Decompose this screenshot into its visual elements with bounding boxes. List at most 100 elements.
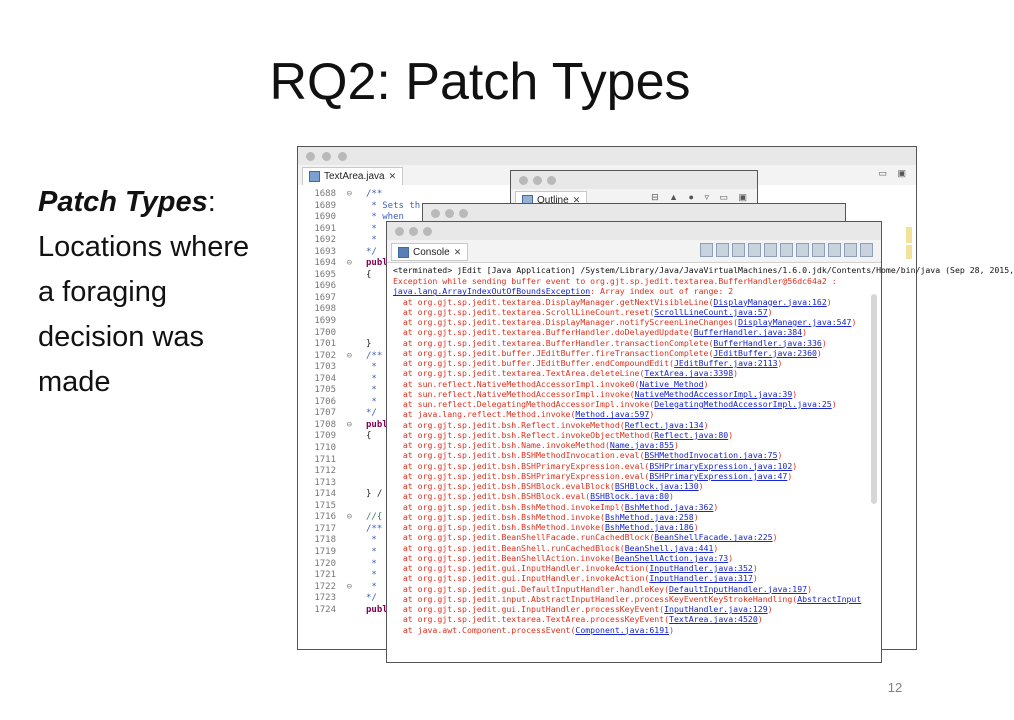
minimize-icon[interactable] bbox=[844, 243, 857, 257]
line-number: 1712 bbox=[314, 466, 336, 477]
code-line: publ bbox=[366, 604, 388, 615]
close-tab-icon[interactable]: ✕ bbox=[453, 246, 462, 257]
stack-trace-link[interactable]: Method.java:597 bbox=[575, 409, 650, 420]
pin-console-icon[interactable] bbox=[796, 243, 809, 257]
stack-trace-link[interactable]: DelegatingMethodAccessorImpl.java:25 bbox=[654, 399, 832, 409]
stack-trace-link[interactable]: java.lang.ArrayIndexOutOfBoundsException bbox=[393, 286, 591, 297]
close-window-icon[interactable] bbox=[431, 209, 440, 218]
minimize-maximize-icons[interactable]: ▭ ▣ bbox=[878, 168, 910, 178]
stack-trace-link[interactable]: BSHMethodInvocation.java:75 bbox=[644, 450, 778, 461]
stack-trace-link[interactable]: BSHPrimaryExpression.java:47 bbox=[649, 470, 788, 481]
console-line: at org.gjt.sp.jedit.textarea.ScrollLineC… bbox=[393, 307, 867, 317]
code-line: */ bbox=[366, 246, 377, 257]
stack-trace-link[interactable]: JEditBuffer.java:2360 bbox=[713, 347, 817, 358]
zoom-window-icon[interactable] bbox=[338, 152, 347, 161]
stack-trace-link[interactable]: BufferHandler.java:336 bbox=[713, 337, 822, 348]
stack-trace-link[interactable]: BeanShellAction.java:73 bbox=[614, 552, 729, 563]
minimize-window-icon[interactable] bbox=[409, 227, 418, 236]
code-line: * bbox=[366, 535, 377, 546]
outline-toolbar-icons[interactable]: ⊟ ▲ ● ▿ ▭ ▣ bbox=[651, 192, 751, 202]
display-console-icon[interactable] bbox=[812, 243, 825, 257]
line-number: 1703 bbox=[314, 362, 336, 373]
stack-trace-link[interactable]: BshMethod.java:362 bbox=[624, 501, 714, 512]
console-line-text: ) bbox=[767, 604, 773, 614]
stack-trace-link[interactable]: BshMethod.java:186 bbox=[604, 522, 694, 532]
stack-trace-link[interactable]: BshMethod.java:258 bbox=[604, 511, 694, 522]
stack-trace-link[interactable]: JEditBuffer.java:2113 bbox=[673, 358, 778, 368]
console-toolbar-buttons bbox=[700, 243, 873, 257]
console-output[interactable]: Exception while sending buffer event to … bbox=[393, 276, 867, 662]
close-window-icon[interactable] bbox=[519, 176, 528, 185]
console-line-text: at java.awt.Component.processEvent( bbox=[393, 624, 576, 635]
stack-trace-link[interactable]: Native Method bbox=[639, 378, 704, 389]
close-window-icon[interactable] bbox=[395, 227, 404, 236]
console-line: at java.awt.Component.processEvent(Compo… bbox=[393, 625, 867, 635]
stack-trace-link[interactable]: BufferHandler.java:384 bbox=[693, 327, 803, 338]
console-line: at org.gjt.sp.jedit.bsh.BSHBlock.evalBlo… bbox=[393, 481, 867, 491]
stack-trace-link[interactable]: Reflect.java:80 bbox=[654, 429, 729, 440]
terminate-icon[interactable] bbox=[700, 243, 713, 257]
stack-trace-link[interactable]: TextArea.java:3398 bbox=[644, 368, 734, 379]
code-line: /** bbox=[366, 189, 383, 199]
stack-trace-link[interactable]: AbstractInput bbox=[797, 593, 862, 604]
zoom-window-icon[interactable] bbox=[423, 227, 432, 236]
vertical-scrollbar[interactable] bbox=[871, 294, 877, 504]
console-line-text: at org.gjt.sp.jedit.gui.InputHandler.pro… bbox=[393, 604, 665, 614]
outline-titlebar bbox=[511, 171, 757, 189]
zoom-window-icon[interactable] bbox=[459, 209, 468, 218]
stack-trace-link[interactable]: Name.java:855 bbox=[609, 440, 674, 450]
stack-trace-link[interactable]: DefaultInputHandler.java:197 bbox=[669, 583, 808, 594]
close-tab-icon[interactable]: ✕ bbox=[572, 195, 581, 205]
open-console-icon[interactable] bbox=[828, 243, 841, 257]
stack-trace-link[interactable]: InputHandler.java:317 bbox=[649, 573, 753, 584]
console-line: at sun.reflect.DelegatingMethodAccessorI… bbox=[393, 399, 867, 409]
console-line-text: ) bbox=[733, 368, 739, 379]
tab-textarea-java[interactable]: TextArea.java ✕ bbox=[302, 167, 404, 185]
remove-all-icon[interactable] bbox=[732, 243, 745, 257]
tab-console[interactable]: Console ✕ bbox=[391, 243, 469, 261]
line-number: 1693 bbox=[314, 246, 336, 257]
console-line-text: at org.gjt.sp.jedit.bsh.BshMethod.invoke… bbox=[393, 501, 625, 512]
console-line-text: at org.gjt.sp.jedit.textarea.BufferHandl… bbox=[393, 327, 694, 338]
stack-trace-link[interactable]: TextArea.java:4520 bbox=[669, 614, 758, 625]
stack-trace-link[interactable]: BSHBlock.java:80 bbox=[590, 491, 670, 502]
stack-trace-link[interactable]: ScrollLineCount.java:57 bbox=[654, 306, 768, 317]
close-window-icon[interactable] bbox=[306, 152, 315, 161]
close-tab-icon[interactable]: ✕ bbox=[388, 171, 397, 181]
line-number: 1688 bbox=[298, 189, 358, 201]
scroll-lock-icon[interactable] bbox=[764, 243, 777, 257]
stack-trace-link[interactable]: BSHPrimaryExpression.java:102 bbox=[649, 460, 793, 471]
console-line-text: at org.gjt.sp.jedit.BeanShell.runCachedB… bbox=[393, 542, 625, 553]
console-status-line: <terminated> jEdit [Java Application] /S… bbox=[393, 265, 1014, 275]
console-line-text: ) bbox=[831, 399, 837, 409]
stack-trace-link[interactable]: BSHBlock.java:130 bbox=[614, 481, 699, 491]
console-line-text: at sun.reflect.NativeMethodAccessorImpl.… bbox=[393, 388, 635, 399]
line-number: 1711 bbox=[314, 454, 336, 465]
minimize-window-icon[interactable] bbox=[322, 152, 331, 161]
console-window: Console ✕ <terminated> jEdit [Java Appli… bbox=[386, 221, 1014, 663]
minimize-window-icon[interactable] bbox=[533, 176, 542, 185]
minimize-window-icon[interactable] bbox=[445, 209, 454, 218]
stack-trace-link[interactable]: Component.java:6191 bbox=[575, 624, 670, 635]
console-line: at org.gjt.sp.jedit.buffer.JEditBuffer.e… bbox=[393, 358, 867, 368]
maximize-icon[interactable] bbox=[860, 243, 873, 257]
stack-trace-link[interactable]: Reflect.java:134 bbox=[624, 419, 704, 430]
clear-console-icon[interactable] bbox=[748, 243, 761, 257]
stack-trace-link[interactable]: BeanShellFacade.java:225 bbox=[654, 532, 773, 543]
remove-launch-icon[interactable] bbox=[716, 243, 729, 257]
stack-trace-link[interactable]: DisplayManager.java:162 bbox=[713, 296, 827, 307]
line-number: 1700 bbox=[314, 327, 336, 338]
console-line-text: at org.gjt.sp.jedit.textarea.TextArea.pr… bbox=[393, 614, 670, 625]
stack-trace-link[interactable]: InputHandler.java:129 bbox=[664, 604, 768, 614]
stack-trace-link[interactable]: NativeMethodAccessorImpl.java:39 bbox=[634, 388, 793, 399]
stack-trace-link[interactable]: BeanShell.java:441 bbox=[624, 542, 714, 553]
console-line-text: : Array index out of range: 2 bbox=[590, 286, 734, 297]
console-line-text: at org.gjt.sp.jedit.bsh.BSHBlock.evalBlo… bbox=[393, 481, 615, 491]
word-wrap-icon[interactable] bbox=[780, 243, 793, 257]
zoom-window-icon[interactable] bbox=[547, 176, 556, 185]
stack-trace-link[interactable]: InputHandler.java:352 bbox=[649, 563, 753, 573]
console-line-text: ) bbox=[787, 470, 793, 481]
stack-trace-link[interactable]: DisplayManager.java:547 bbox=[738, 317, 852, 327]
line-number: 1691 bbox=[314, 223, 336, 234]
console-line: at org.gjt.sp.jedit.bsh.BSHPrimaryExpres… bbox=[393, 471, 867, 481]
